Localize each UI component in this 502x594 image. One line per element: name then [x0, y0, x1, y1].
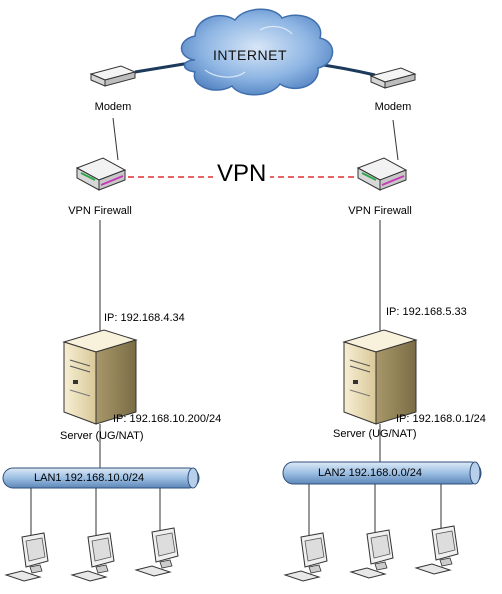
server-wan-ip-right: IP: 192.168.5.33 [386, 306, 467, 318]
server-label-left: Server (UG/NAT) [60, 430, 144, 442]
firewall-icon-right [356, 157, 408, 191]
workstation-icon [283, 532, 328, 582]
modem-icon-left [89, 65, 137, 87]
lan2-bus [282, 461, 482, 485]
server-lan-ip-left: IP: 192.168.10.200/24 [113, 413, 222, 425]
workstation-icon [4, 532, 49, 582]
vpn-label: VPN [213, 160, 271, 188]
modem-label-left: Modem [94, 101, 132, 113]
workstation-icon [349, 529, 394, 579]
firewall-icon-left [75, 157, 127, 191]
lan1-label: LAN1 192.168.10.0/24 [34, 472, 145, 484]
firewall-label-right: VPN Firewall [348, 205, 412, 217]
modem-firewall-link-right [392, 119, 399, 161]
server-icon-right [342, 329, 418, 425]
lan2-label: LAN2 192.168.0.0/24 [318, 467, 422, 479]
workstation-icon [414, 525, 459, 575]
workstation-icon [70, 532, 115, 582]
modem-icon-right [369, 67, 417, 89]
server-icon-left [62, 329, 138, 425]
internet-label: INTERNET [213, 47, 287, 63]
server-label-right: Server (UG/NAT) [333, 428, 417, 440]
workstation-icon [134, 527, 179, 577]
internet-cloud-icon [180, 8, 334, 96]
wan-link-left [134, 61, 191, 74]
firewall-label-left: VPN Firewall [68, 205, 132, 217]
lan1-bus [2, 467, 200, 489]
server-wan-ip-left: IP: 192.168.4.34 [104, 312, 185, 324]
modem-label-right: Modem [374, 101, 412, 113]
server-lan-ip-right: IP: 192.168.0.1/24 [396, 413, 486, 425]
modem-firewall-link-left [112, 117, 119, 161]
